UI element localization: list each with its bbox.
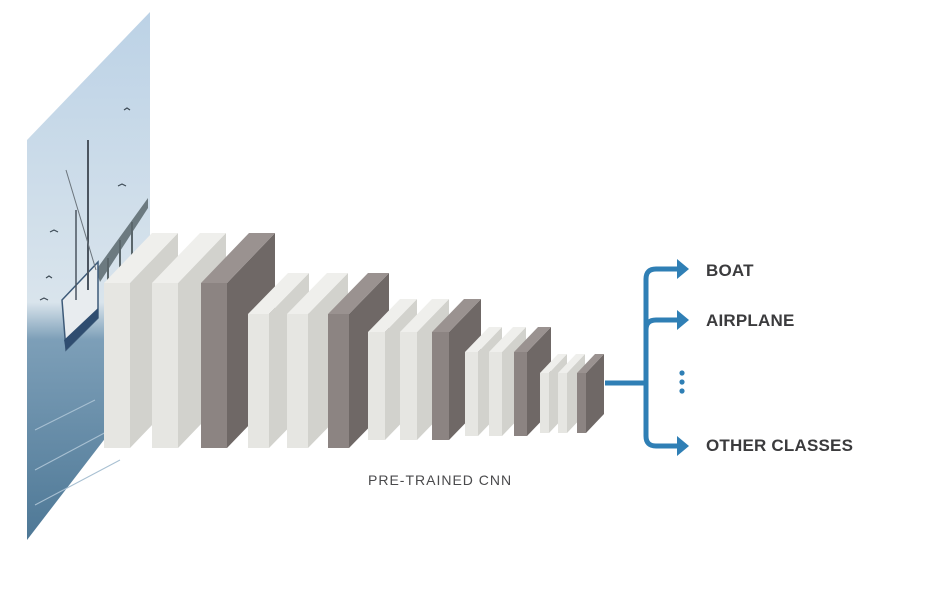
arrow-head-airplane: [677, 310, 689, 330]
layer-top-face: [328, 273, 389, 314]
layer-top-face: [577, 354, 604, 373]
layer-front-face: [432, 332, 449, 440]
layer-top-face: [152, 233, 226, 283]
class-label-airplane: AIRPLANE: [706, 311, 795, 330]
network-label: PRE-TRAINED CNN: [368, 472, 513, 488]
layer-front-face: [400, 332, 417, 440]
layer-top-face: [558, 354, 585, 373]
output-arrows: [605, 259, 689, 456]
layer-top-face: [489, 327, 526, 352]
layer-front-face: [328, 314, 349, 448]
layer-top-face: [368, 299, 417, 332]
layer-front-face: [201, 283, 227, 448]
layer-front-face: [540, 373, 549, 433]
layer-front-face: [558, 373, 567, 433]
layer-front-face: [489, 352, 502, 436]
layer-top-face: [287, 273, 348, 314]
layer-side-face: [586, 354, 604, 433]
layer-front-face: [465, 352, 478, 436]
layer-top-face: [248, 273, 309, 314]
layer-top-face: [400, 299, 449, 332]
arrow-head-boat: [677, 259, 689, 279]
layer-top-face: [201, 233, 275, 283]
layer-front-face: [248, 314, 269, 448]
layer-top-face: [104, 233, 178, 283]
layer-front-face: [577, 373, 586, 433]
layer-front-face: [104, 283, 130, 448]
layer-top-face: [540, 354, 567, 373]
layer-front-face: [287, 314, 308, 448]
layer-front-face: [152, 283, 178, 448]
class-label-boat: BOAT: [706, 261, 754, 280]
layer-top-face: [432, 299, 481, 332]
layer-top-face: [514, 327, 551, 352]
class-label-other-classes: OTHER CLASSES: [706, 436, 854, 455]
layer-front-face: [514, 352, 527, 436]
vertical-ellipsis-icon: [679, 370, 685, 394]
layer-top-face: [465, 327, 502, 352]
pooling-layer-block: [577, 354, 604, 433]
cnn-layers: [104, 233, 604, 448]
layer-front-face: [368, 332, 385, 440]
arrow-head-other-classes: [677, 436, 689, 456]
